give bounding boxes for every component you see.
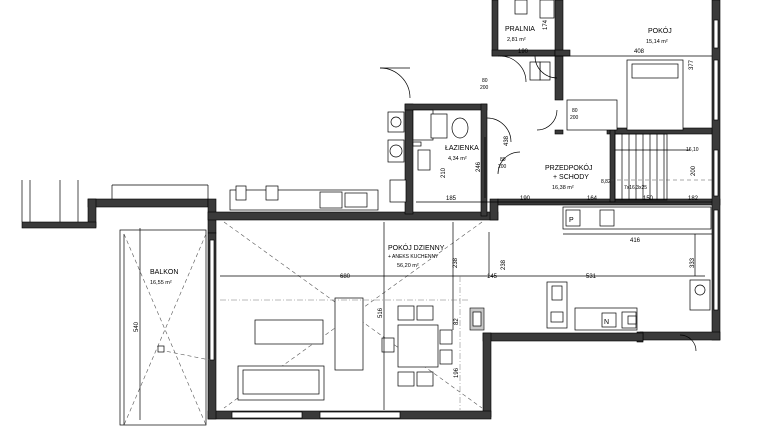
pralnia-name: PRALNIA xyxy=(505,26,535,33)
lazienka-area: 4,34 m² xyxy=(448,156,467,162)
dim-190b: 190 xyxy=(520,196,531,202)
dim-416: 416 xyxy=(630,238,641,244)
dim-200a: 200 xyxy=(480,85,489,91)
dim-150: 150 xyxy=(643,196,654,202)
lazienka-name: ŁAZIENKA xyxy=(445,145,479,152)
dim-80c: 80 xyxy=(500,157,506,163)
dim-540: 540 xyxy=(134,321,140,332)
dim-531: 531 xyxy=(586,274,597,280)
pokoj-name: POKÓJ xyxy=(648,26,672,35)
dimension-labels: 174 190 408 377 80 200 80 200 80 200 438… xyxy=(134,19,699,378)
fridge-label: P xyxy=(569,217,574,224)
room-labels: PRALNIA 2,81 m² POKÓJ 15,14 m² ŁAZIENKA … xyxy=(150,26,672,286)
dzienny-name2: + ANEKS KUCHENNY xyxy=(388,254,439,260)
dim-145: 145 xyxy=(487,274,498,280)
bathroom-fixtures xyxy=(229,109,469,211)
dim-82: 82 xyxy=(454,318,460,325)
dim-246: 246 xyxy=(476,161,482,172)
stairs xyxy=(610,133,712,201)
dim-196: 196 xyxy=(454,367,460,378)
dim-200: 200 xyxy=(691,165,697,176)
dim-80a: 80 xyxy=(482,78,488,84)
dim-182: 182 xyxy=(688,196,699,202)
dim-680: 680 xyxy=(340,274,351,280)
dim-438: 438 xyxy=(504,135,510,146)
balkon-name: BALKON xyxy=(150,269,178,276)
dimension-lines xyxy=(139,55,712,420)
dim-516: 516 xyxy=(378,307,384,318)
dim-200b: 200 xyxy=(570,115,579,121)
dzienny-name: POKÓJ DZIENNY xyxy=(388,243,445,252)
pokoj-area: 15,14 m² xyxy=(646,39,668,45)
dim-stairs: 7x16,3x25 xyxy=(624,185,647,191)
dim-882: 8,82 xyxy=(601,179,611,185)
dim-238a: 238 xyxy=(453,257,459,268)
dim-238b: 238 xyxy=(501,259,507,270)
przedpokoj-name: PRZEDPOKÓJ xyxy=(545,163,592,172)
dim-210: 210 xyxy=(441,167,447,178)
przedpokoj-area: 16,38 m² xyxy=(552,185,574,191)
przedpokoj-name2: + SCHODY xyxy=(553,174,589,181)
pralnia-area: 2,81 m² xyxy=(507,37,526,43)
dim-377: 377 xyxy=(689,59,695,70)
dim-164: 164 xyxy=(587,196,598,202)
dim-333: 333 xyxy=(690,257,696,268)
dim-190a: 190 xyxy=(518,49,529,55)
living-furniture: N P xyxy=(223,206,712,409)
dim-1610: 16,10 xyxy=(686,147,699,153)
dim-80b: 80 xyxy=(572,108,578,114)
balkon-area: 16,55 m² xyxy=(150,280,172,286)
dim-185: 185 xyxy=(446,196,457,202)
dzienny-area: 56,20 m² xyxy=(397,263,419,269)
balcony xyxy=(21,180,211,426)
oven-label: N xyxy=(604,319,609,326)
bedroom-furniture xyxy=(514,0,684,131)
dim-408: 408 xyxy=(634,49,645,55)
dim-200c: 200 xyxy=(498,164,507,170)
dim-174: 174 xyxy=(543,19,549,30)
